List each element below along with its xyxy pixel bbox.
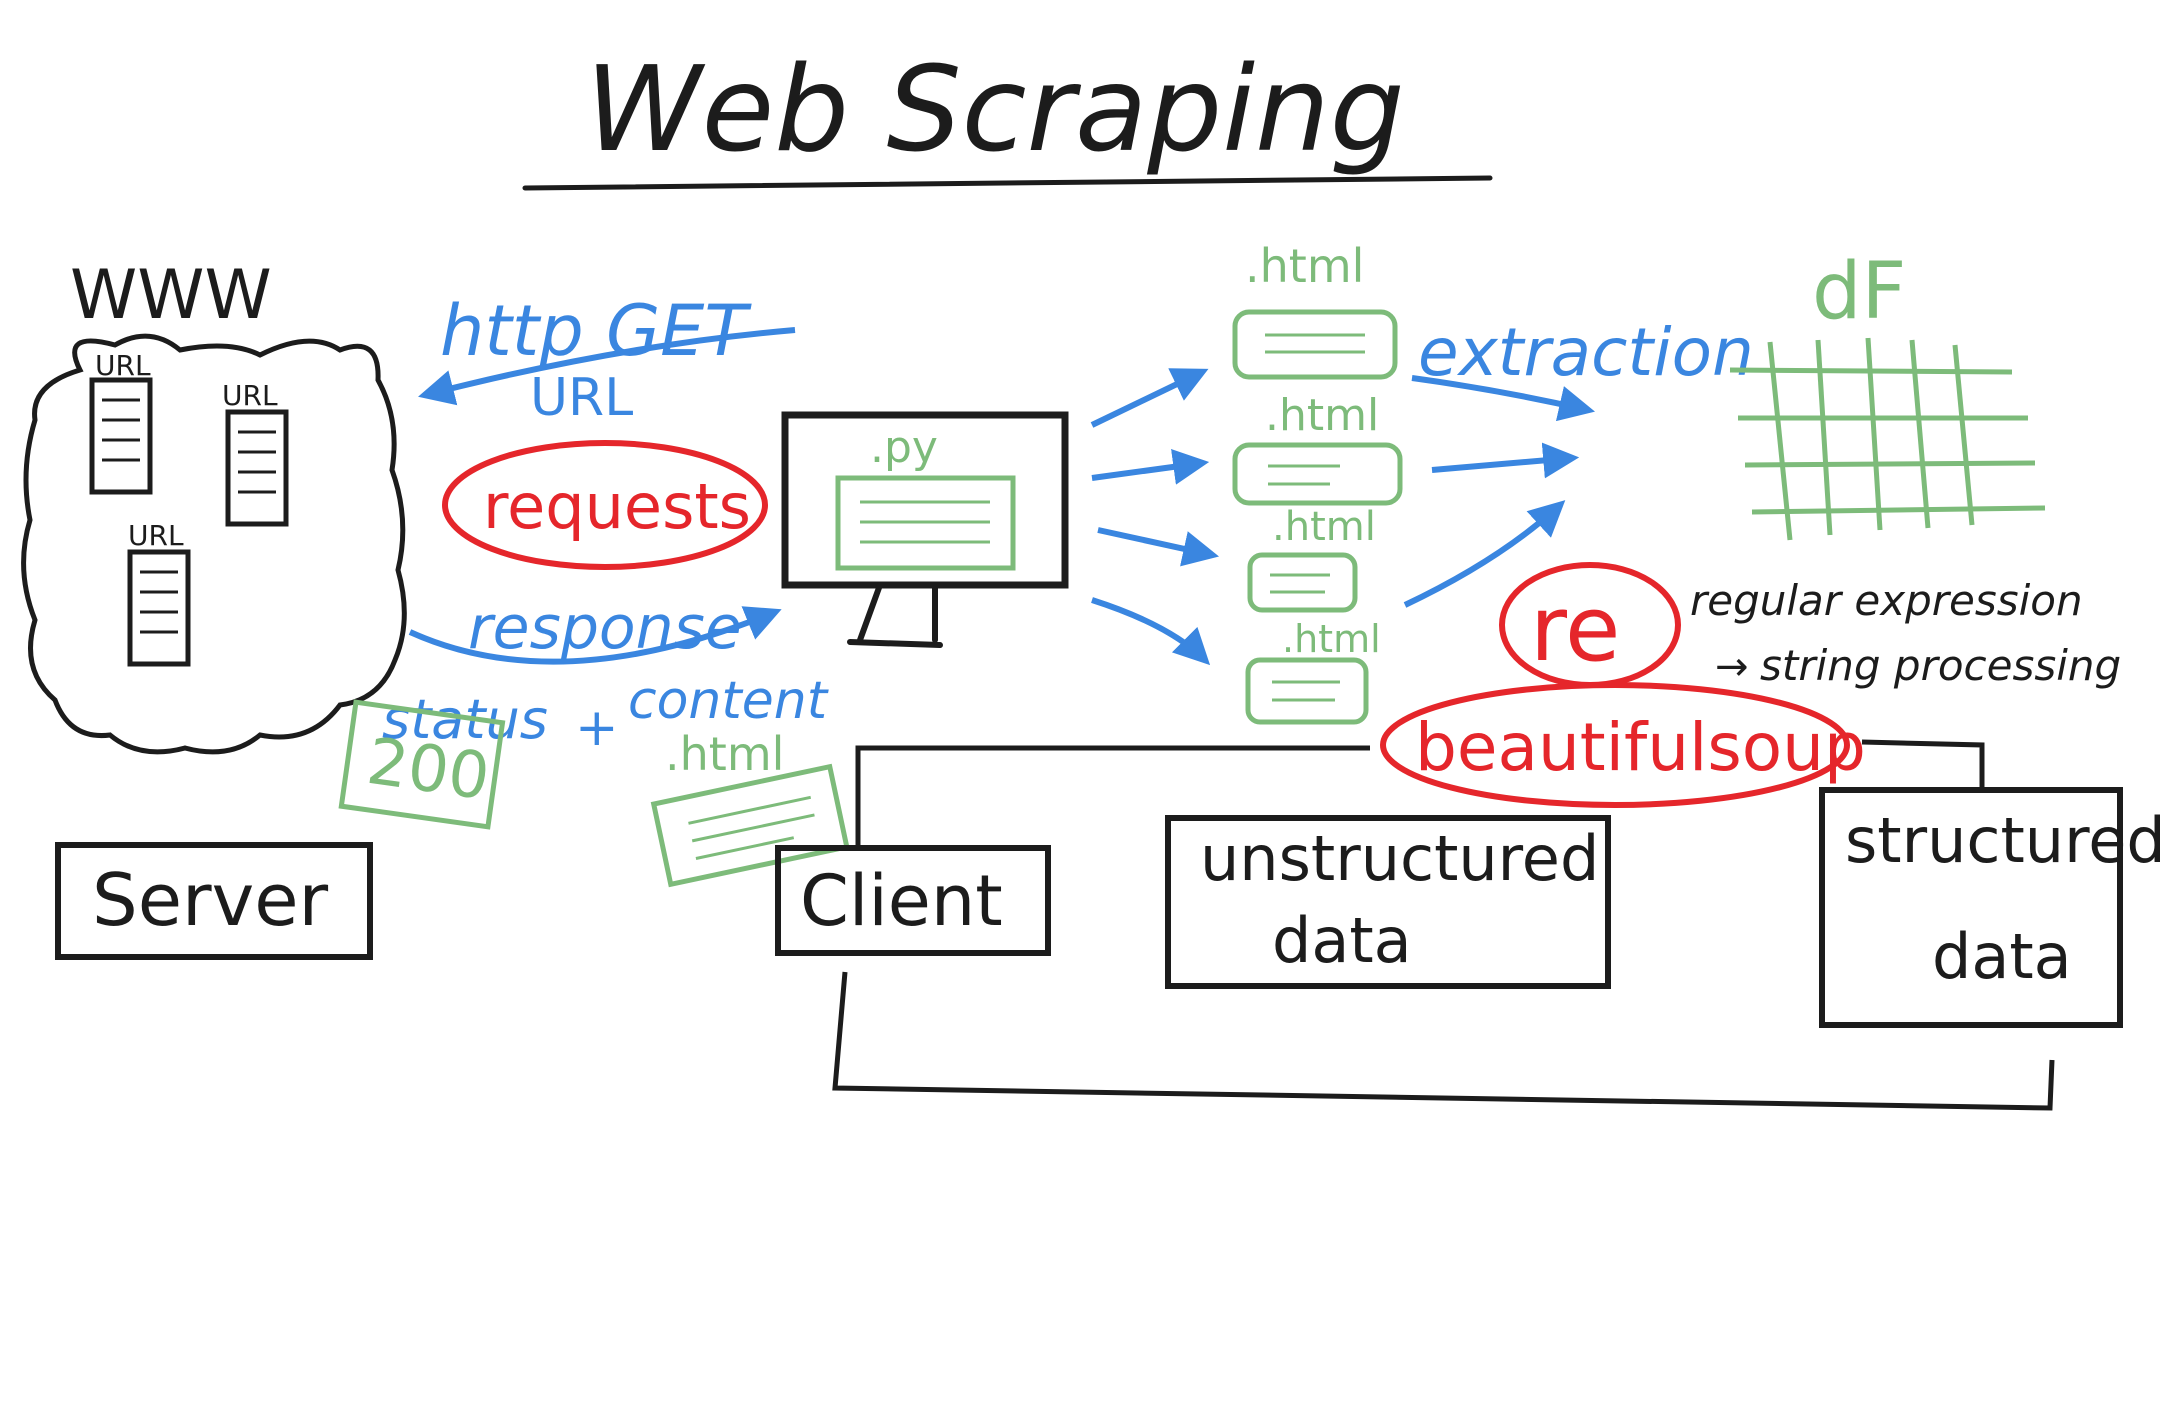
server-rack-url-label: URL [95,349,151,382]
requests-library-oval [442,440,768,570]
html-file-label: .html [1245,239,1364,293]
request-url-label: URL [530,368,633,428]
fanout-arrow-3 [1097,527,1220,567]
server-rack-2: URL [222,379,289,527]
request-arrow [418,327,796,406]
html-file-3: .html [1247,504,1376,613]
server-rack-url-label: URL [222,379,278,412]
extraction-arrow-2 [1431,442,1580,479]
www-cloud [21,333,407,755]
structured-data-line-2: data [1932,920,2072,993]
server-box-label: Server [92,858,329,942]
fanout-arrow-4 [1091,597,1211,666]
server-rack-1: URL [89,349,153,495]
status-code: 200 [363,725,494,815]
regex-note-line-2: string processing [1760,641,2121,690]
response-label: response [468,593,742,663]
unstructured-data-line-2: data [1272,904,1412,977]
html-file-label: .html [1265,390,1379,441]
html-file-2: .html [1232,390,1403,506]
fanout-arrow-1 [1090,368,1209,428]
server-box [55,842,373,960]
top-bracket [855,739,1985,848]
html-file-1: .html [1232,239,1398,380]
fanout-arrow-2 [1091,449,1210,485]
diagram-title: Web Scraping [585,40,1405,178]
status-code-box [338,699,506,830]
unstructured-data-line-1: unstructured [1200,822,1599,895]
structured-data-box [1819,787,2123,1028]
extraction-arrow-1 [1411,375,1596,422]
beautifulsoup-oval [1380,682,1850,808]
client-box [775,845,1051,956]
html-file-label: .html [1282,617,1381,661]
client-monitor [781,411,1069,589]
python-script-file [835,475,1016,571]
requests-library-label: requests [483,470,751,543]
html-file-4: .html [1245,617,1381,725]
response-arrow [408,606,782,665]
bottom-bracket [832,971,2055,1111]
response-file-label: .html [665,727,784,781]
python-script-label: .py [870,422,938,473]
dataframe-label: dF [1812,247,1906,337]
extraction-label: extraction [1418,314,1754,391]
html-file-label: .html [1272,504,1376,550]
monitor-stand [847,582,943,648]
unstructured-data-box [1165,815,1611,989]
dataframe-grid [1729,337,2046,541]
extraction-arrow-3 [1403,500,1566,608]
beautifulsoup-label: beautifulsoup [1415,709,1866,786]
response-html-file [650,763,850,888]
server-rack-url-label: URL [128,519,184,552]
regex-note-arrow: → [1715,644,1749,690]
client-box-label: Client [800,860,1003,942]
title-underline [522,175,1493,191]
server-rack-3: URL [127,519,191,667]
content-label: content [628,671,829,731]
www-label: WWW [70,256,272,335]
re-library-label: re [1530,577,1620,682]
plus-sign: + [575,698,619,758]
regex-note-line-1: regular expression [1690,576,2083,625]
structured-data-line-1: structured [1845,804,2160,877]
